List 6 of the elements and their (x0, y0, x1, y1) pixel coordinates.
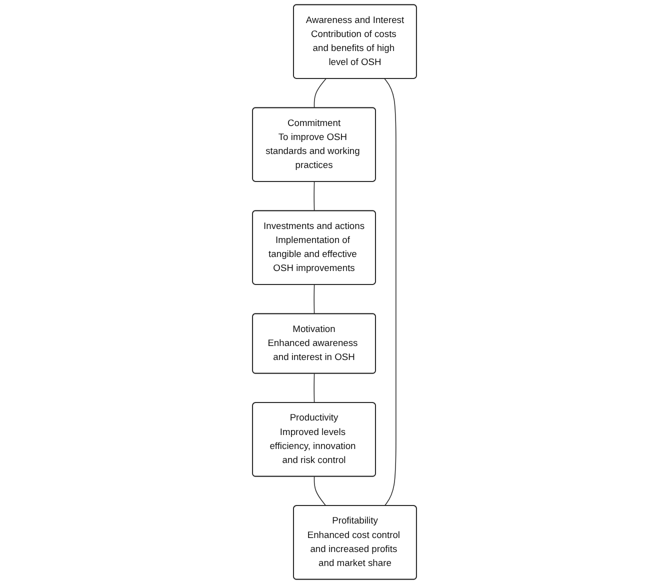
connector (314, 181, 315, 212)
connector (314, 373, 315, 404)
connector (314, 284, 315, 314)
connector (314, 476, 326, 506)
connector (384, 78, 396, 506)
connector (314, 78, 326, 108)
